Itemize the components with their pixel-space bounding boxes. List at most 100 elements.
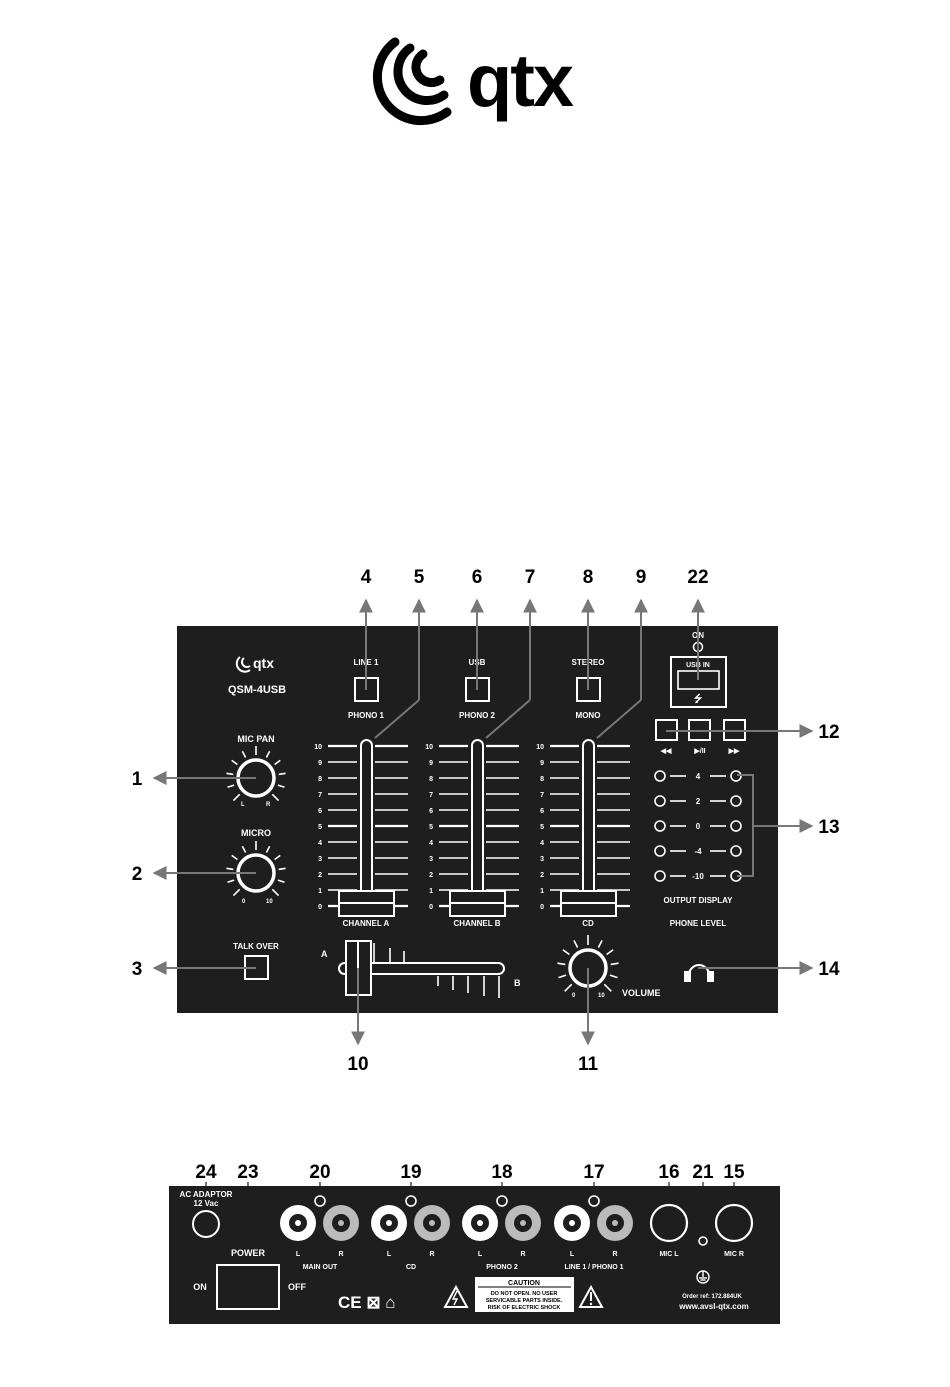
volume-tick [603,983,612,992]
micro-tick [226,867,234,871]
mic-pan-scale [226,746,286,802]
channel-b-scale-label: 4 [429,840,433,847]
ground-icon [696,1270,710,1284]
output-led-left [654,795,666,807]
callout-7: 7 [525,567,536,588]
mic-pan-left-label: L [241,802,245,808]
micro-tick [278,867,286,871]
volume-tick [573,940,579,948]
phono2-r: R [520,1251,525,1258]
mic-l-jack[interactable] [649,1203,689,1243]
cd-scale-label: 9 [540,760,544,767]
main-out-r: R [338,1251,343,1258]
qtx-swoosh-icon [372,37,452,126]
output-led-left [654,870,666,882]
mic-l-label: MIC L [659,1251,679,1258]
usb-symbol-icon: ⭍ [694,693,703,705]
channel-a-scale-label: 10 [314,744,322,751]
rca-phono-2[interactable] [462,1195,541,1241]
rca-line1-phono1[interactable] [554,1195,633,1241]
callout-8: 8 [583,567,594,588]
output-led-right [730,845,742,857]
mic-pan-tick [241,750,247,758]
volume-tick [606,949,614,956]
cd-in-r: R [429,1251,434,1258]
micro-tick [271,888,280,897]
ac-adaptor-voltage: 12 Vac [194,1199,219,1208]
output-display-label: OUTPUT DISPLAY [663,896,733,905]
callout-5: 5 [414,567,425,588]
power-off-label: OFF [288,1282,306,1292]
micro-tick [232,888,241,897]
output-display-right-leds [710,770,742,882]
channel-b-scale-label: 8 [429,776,433,783]
output-level-minus-4: -4 [694,847,702,856]
rca-main-out[interactable] [280,1195,359,1241]
switch-1-bottom-label: PHONO 1 [348,711,385,720]
volume-label: VOLUME [622,988,661,998]
micro-tick [227,879,235,884]
output-level-0: 0 [696,822,701,831]
rca-cd[interactable] [371,1195,450,1241]
channel-b-label: CHANNEL B [454,919,501,928]
callout-11: 11 [578,1054,599,1075]
model-label: QSM-4USB [228,684,286,696]
power-switch[interactable] [216,1264,280,1310]
compliance-marks-icon: CE ⊠ ⌂ [338,1293,396,1312]
output-display-left-leds [654,770,686,882]
switch-3-bottom-label: MONO [576,711,601,720]
qtx-logo: qtx [372,37,576,126]
channel-b-scale-label: 5 [429,824,433,831]
cd-scale-label: 4 [540,840,544,847]
main-out-l: L [296,1251,301,1258]
cd-scale-label: 8 [540,776,544,783]
callout-12: 12 [818,722,839,743]
mic-pan-tick [227,784,235,789]
callout-23: 23 [237,1162,258,1183]
channel-b-scale-label: 6 [429,808,433,815]
channel-b-scale-label: 0 [429,904,433,911]
qtx-mini-icon [235,656,251,673]
cd-scale-label: 1 [540,888,544,895]
output-level-2: 2 [696,797,701,806]
channel-b-fader-track [471,739,484,901]
callout-2: 2 [132,864,143,885]
channel-b-scale-label: 2 [429,872,433,879]
panel-qtx-wordmark: qtx [253,655,274,671]
cd-in-label: CD [406,1264,416,1271]
volume-min-label: 0 [572,993,576,999]
mic-r-jack[interactable] [714,1203,754,1243]
main-out-label: MAIN OUT [303,1264,338,1271]
channel-a-scale-label: 4 [318,840,322,847]
channel-a-scale-label: 9 [318,760,322,767]
cd-scale-label: 7 [540,792,544,799]
ac-adaptor-socket[interactable] [192,1210,220,1238]
callout-22: 22 [687,567,708,588]
output-level-4: 4 [696,772,701,781]
volume-tick [562,949,570,956]
phone-level-label: PHONE LEVEL [670,919,727,928]
callout-1: 1 [132,769,143,790]
callout-19: 19 [400,1162,421,1183]
callout-14: 14 [818,959,840,980]
mic-pan-tick [271,793,280,802]
power-label: POWER [231,1248,266,1258]
callout-20: 20 [309,1162,330,1183]
mic-pan-tick [226,772,234,776]
callout-9: 9 [636,567,647,588]
caution-line-3: RISK OF ELECTRIC SHOCK [488,1305,561,1311]
volume-tick [557,962,566,966]
volume-tick [610,962,619,966]
callout-18: 18 [491,1162,512,1183]
volume-tick [609,974,618,979]
lightning-warning-icon [443,1284,469,1308]
cd-in-l: L [387,1251,392,1258]
micro-tick [241,845,247,853]
mic-pan-tick [274,759,281,766]
play-pause-icon: ▶/II [693,748,705,755]
channel-a-scale-label: 0 [318,904,322,911]
callout-21: 21 [692,1162,714,1183]
crossfader-a-label: A [321,949,328,959]
order-ref: Order ref: 172.884UK [682,1294,742,1300]
ground-terminal[interactable] [698,1236,708,1246]
